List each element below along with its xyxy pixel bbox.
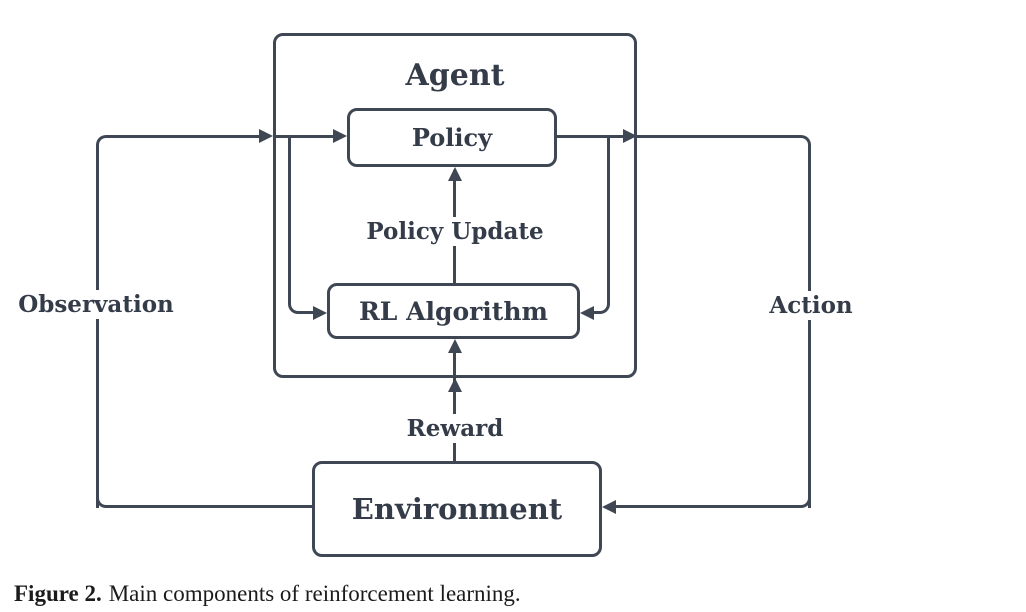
reward-into-rl-arrowhead-icon	[448, 339, 462, 353]
into-rl-right-arrowhead-icon	[580, 306, 594, 320]
action-edge-label: Action	[761, 291, 861, 320]
agent-output-arrowhead-icon	[623, 129, 637, 143]
agent-label: Agent	[405, 58, 505, 93]
policy-box: Policy	[347, 108, 557, 167]
action-to-rl-branch-line	[592, 135, 610, 314]
observation-to-rl-branch-line	[288, 135, 314, 314]
policy-update-edge-label: Policy Update	[358, 217, 552, 246]
policy-label: Policy	[411, 123, 493, 152]
reward-into-agent-arrowhead-icon	[448, 378, 462, 392]
reward-edge-label: Reward	[398, 414, 512, 443]
observation-edge-label: Observation	[10, 290, 182, 319]
action-path-down	[637, 135, 811, 508]
rl-algorithm-box: RL Algorithm	[327, 283, 580, 339]
reward-line	[453, 343, 456, 461]
into-rl-left-arrowhead-icon	[313, 306, 327, 320]
figure-caption-text: Main components of reinforcement learnin…	[108, 581, 521, 606]
observation-path-bottom	[96, 408, 312, 508]
observation-path-up	[96, 135, 266, 508]
environment-box: Environment	[312, 461, 602, 557]
agent-box: Agent	[273, 33, 637, 378]
figure-caption: Figure 2.Main components of reinforcemen…	[14, 581, 521, 607]
policy-update-arrowhead-icon	[448, 167, 462, 181]
policy-to-action-line	[557, 135, 625, 138]
into-policy-arrowhead-icon	[333, 129, 347, 143]
environment-label: Environment	[351, 492, 563, 526]
action-into-environment-arrowhead-icon	[602, 500, 616, 514]
action-path-bottom	[616, 408, 811, 508]
figure-caption-number: Figure 2.	[14, 581, 102, 606]
rl-algorithm-label: RL Algorithm	[359, 296, 548, 326]
observation-into-agent-arrowhead-icon	[259, 129, 273, 143]
